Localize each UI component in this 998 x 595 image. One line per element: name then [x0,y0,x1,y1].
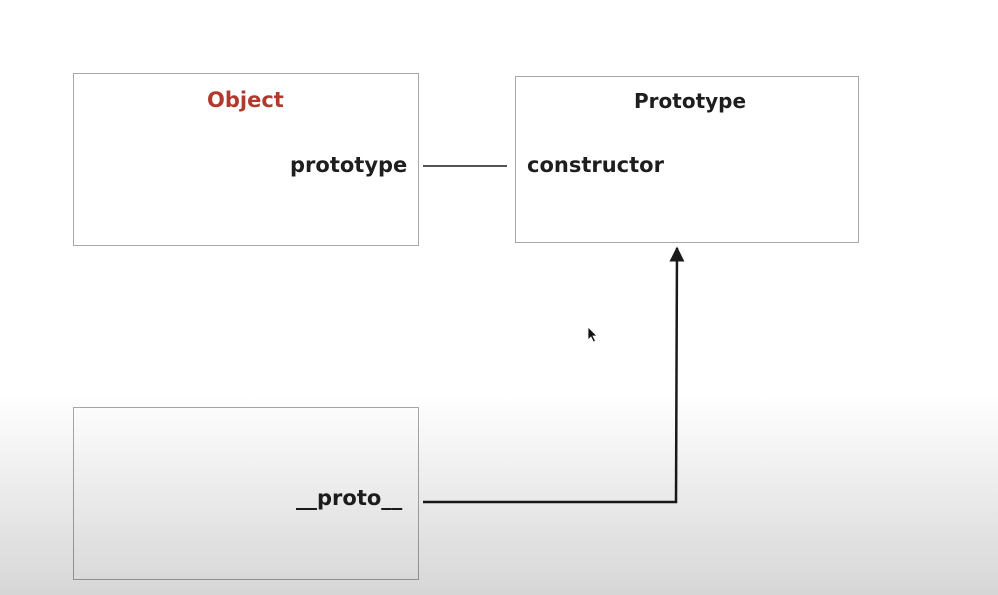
mouse-pointer-icon [587,326,598,343]
prototype-box [515,76,859,243]
proto-to-prototype-arrow [423,246,685,504]
prototype-property-label: prototype [290,153,408,177]
constructor-property-label: constructor [527,153,664,177]
object-title: Object [207,88,284,112]
instance-box [73,407,419,580]
object-box [73,73,419,246]
prototype-title: Prototype [634,89,747,113]
proto-property-label: __proto__ [296,486,403,510]
